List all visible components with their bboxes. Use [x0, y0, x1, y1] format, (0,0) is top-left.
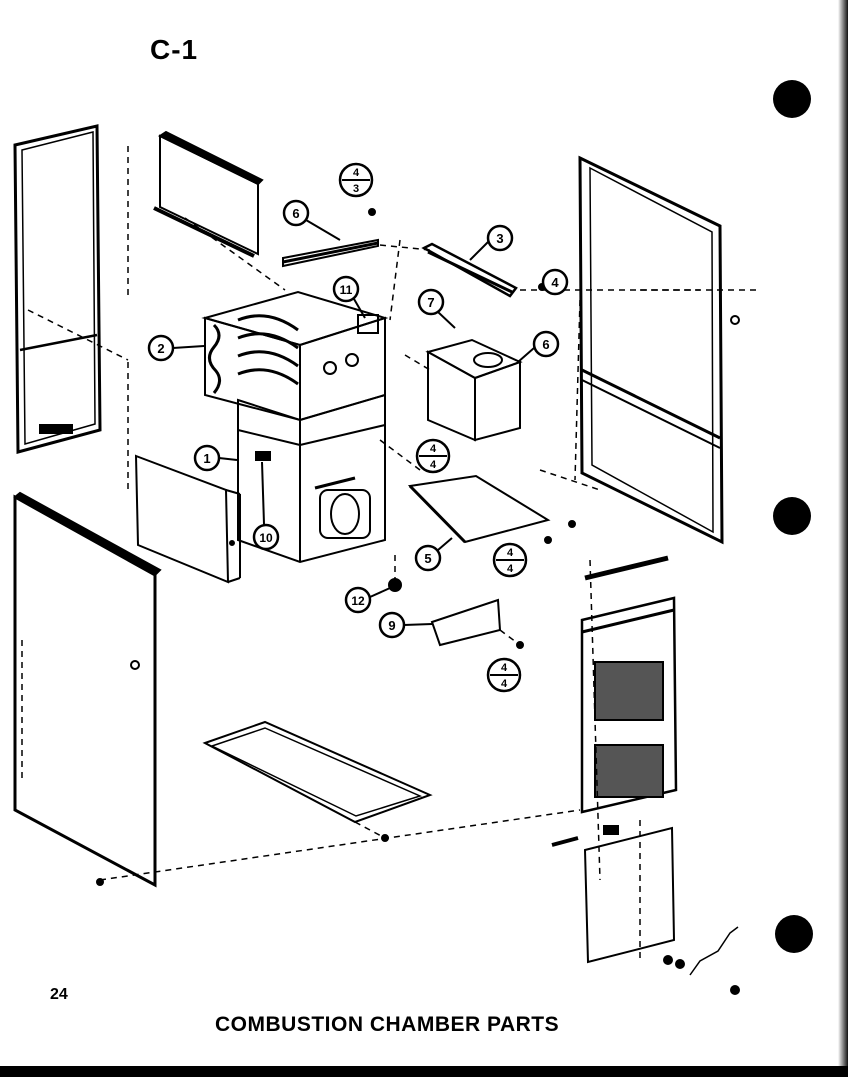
part-6-top-bracket	[282, 238, 379, 268]
callout-11: 11	[332, 275, 366, 319]
combustion-chamber-body	[237, 393, 386, 564]
svg-text:2: 2	[157, 341, 164, 356]
part-5-drip-plate	[407, 474, 551, 544]
part-8-flue-box	[425, 338, 523, 442]
svg-text:4: 4	[507, 547, 514, 559]
fraction-callout-f1: 4 3	[338, 162, 374, 198]
diagram-caption: COMBUSTION CHAMBER PARTS	[215, 1013, 560, 1036]
fraction-callout-f3: 4 4	[492, 542, 528, 578]
svg-text:11: 11	[340, 283, 353, 297]
left-side-panel	[13, 491, 162, 888]
svg-text:4: 4	[353, 167, 360, 179]
callout-6b: 6	[517, 330, 560, 363]
svg-text:4: 4	[501, 678, 508, 690]
scan-edge-shadow	[838, 0, 848, 1077]
fraction-callout-f2: 4 4	[415, 438, 451, 474]
svg-text:4: 4	[430, 443, 437, 455]
binder-hole-middle	[773, 497, 811, 535]
svg-text:9: 9	[388, 618, 395, 633]
assembly-leader-lines	[21, 146, 760, 960]
callout-9: 9	[378, 611, 433, 639]
right-door-panel	[578, 155, 740, 545]
svg-text:12: 12	[351, 594, 365, 608]
callout-7: 7	[417, 288, 456, 329]
callout-2: 2	[147, 334, 205, 362]
callout-6a: 6	[282, 199, 341, 241]
svg-text:4: 4	[501, 662, 508, 674]
lower-right-panel	[551, 825, 739, 976]
fraction-callout-f4: 4 4	[486, 657, 522, 693]
heat-exchanger-assembly	[201, 290, 389, 422]
upper-left-door-panel	[13, 124, 102, 454]
svg-text:10: 10	[259, 531, 273, 545]
binder-hole-bottom	[775, 915, 813, 953]
svg-text:6: 6	[542, 337, 549, 352]
svg-text:4: 4	[430, 459, 437, 471]
callout-5: 5	[414, 537, 453, 572]
right-rod	[584, 555, 669, 581]
grille-panel	[580, 596, 678, 814]
svg-text:3: 3	[496, 231, 503, 246]
screws	[96, 208, 740, 995]
callout-3: 3	[469, 224, 514, 261]
callout-1: 1	[193, 444, 238, 472]
fraction-callout-group: 4 3 4 4 4 4 4 4	[338, 162, 528, 693]
svg-text:6: 6	[292, 206, 299, 221]
binder-hole-top	[773, 80, 811, 118]
page-number: 24	[50, 986, 68, 1003]
svg-text:1: 1	[203, 451, 210, 466]
svg-text:5: 5	[424, 551, 431, 566]
scan-bottom-border	[0, 1066, 848, 1077]
svg-text:7: 7	[427, 295, 434, 310]
part-3-bracket	[421, 242, 518, 298]
burner-access-panel	[134, 454, 241, 584]
diagram-title: C-1	[150, 34, 199, 65]
top-cover-plate	[153, 130, 264, 258]
svg-text:4: 4	[507, 563, 514, 575]
svg-text:3: 3	[353, 183, 359, 195]
svg-text:4: 4	[551, 275, 559, 290]
callout-12: 12	[344, 586, 391, 614]
part-9-bracket	[430, 598, 502, 647]
callout-10: 10	[252, 461, 280, 551]
callout-group: 1 2 3 4 5 6 6 7 9 10 11 12	[147, 199, 569, 639]
base-pan	[202, 720, 433, 824]
callout-4: 4	[541, 268, 569, 296]
